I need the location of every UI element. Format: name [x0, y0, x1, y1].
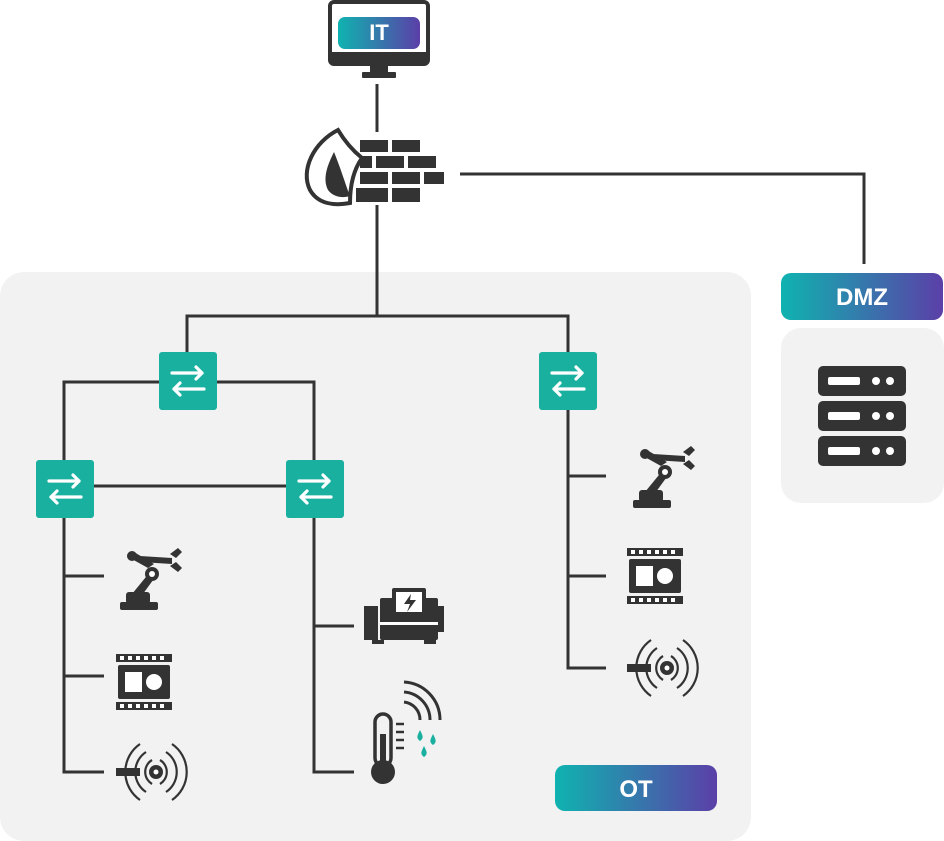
ot-zone	[0, 272, 751, 841]
it-label: IT	[369, 20, 389, 45]
ot-label-badge	[555, 765, 717, 811]
server-rack-icon	[818, 366, 906, 466]
network-switch-icon	[284, 458, 346, 520]
ot-label: OT	[619, 776, 653, 803]
network-switch-icon	[157, 350, 219, 412]
network-switch-icon	[34, 458, 96, 520]
firewall-icon	[304, 127, 444, 207]
it-monitor: IT	[328, 0, 430, 78]
generator-icon	[364, 588, 444, 644]
monitor-icon	[328, 0, 430, 78]
dmz-label: DMZ	[836, 284, 888, 311]
connection-lines	[62, 84, 866, 774]
it-label-badge	[338, 17, 420, 49]
network-switch-icon	[537, 350, 599, 412]
temperature-humidity-sensor-icon	[371, 680, 442, 784]
dmz-label-badge	[781, 273, 943, 320]
